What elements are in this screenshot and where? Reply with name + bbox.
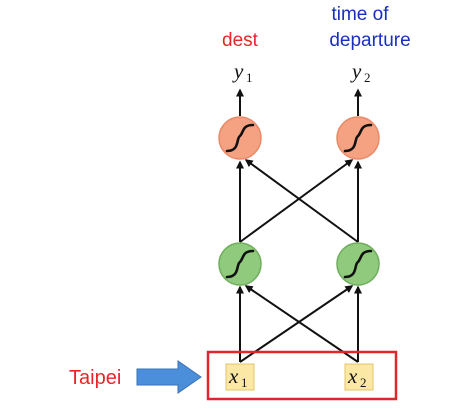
hidden-neuron-2 [336, 242, 380, 286]
time-of-departure-label-line2: departure [329, 30, 410, 51]
output-var-y1: y 1 [232, 59, 253, 85]
edge-x1-h2 [239, 285, 354, 363]
output-var-y2-subscript: 2 [364, 70, 371, 85]
edge-x2-h1 [244, 285, 359, 363]
hidden-neuron-2-body [336, 242, 380, 286]
dest-label: dest [222, 30, 259, 51]
input-x1-symbol: x [228, 364, 239, 388]
edge-h2-o1 [244, 159, 359, 243]
sigmoid-icon [343, 123, 373, 153]
sigmoid-icon [343, 249, 373, 279]
output-var-y1-symbol: y [232, 59, 244, 83]
output-var-y2: y 2 [350, 59, 371, 85]
input-x1: x 1 [225, 363, 255, 391]
input-x1-box [225, 363, 255, 391]
input-x2-box [344, 363, 374, 391]
input-arrow-icon [136, 360, 202, 394]
sigmoid-icon [225, 249, 255, 279]
output-neuron-1 [218, 116, 262, 160]
sigmoid-icon [225, 123, 255, 153]
input-frame [206, 350, 398, 401]
hidden-neuron-1 [218, 242, 262, 286]
input-x2: x 2 [344, 363, 374, 391]
edge-h1-o2 [239, 159, 354, 243]
output-neuron-1-body [218, 116, 262, 160]
hidden-neuron-1-body [218, 242, 262, 286]
output-var-y1-subscript: 1 [246, 70, 253, 85]
input-x1-subscript: 1 [241, 375, 248, 390]
input-x2-subscript: 2 [360, 375, 367, 390]
time-of-departure-label-line1: time of [331, 4, 389, 25]
input-x2-symbol: x [347, 364, 358, 388]
output-neuron-2 [336, 116, 380, 160]
taipei-label: Taipei [69, 367, 121, 389]
output-neuron-2-body [336, 116, 380, 160]
output-var-y2-symbol: y [350, 59, 362, 83]
